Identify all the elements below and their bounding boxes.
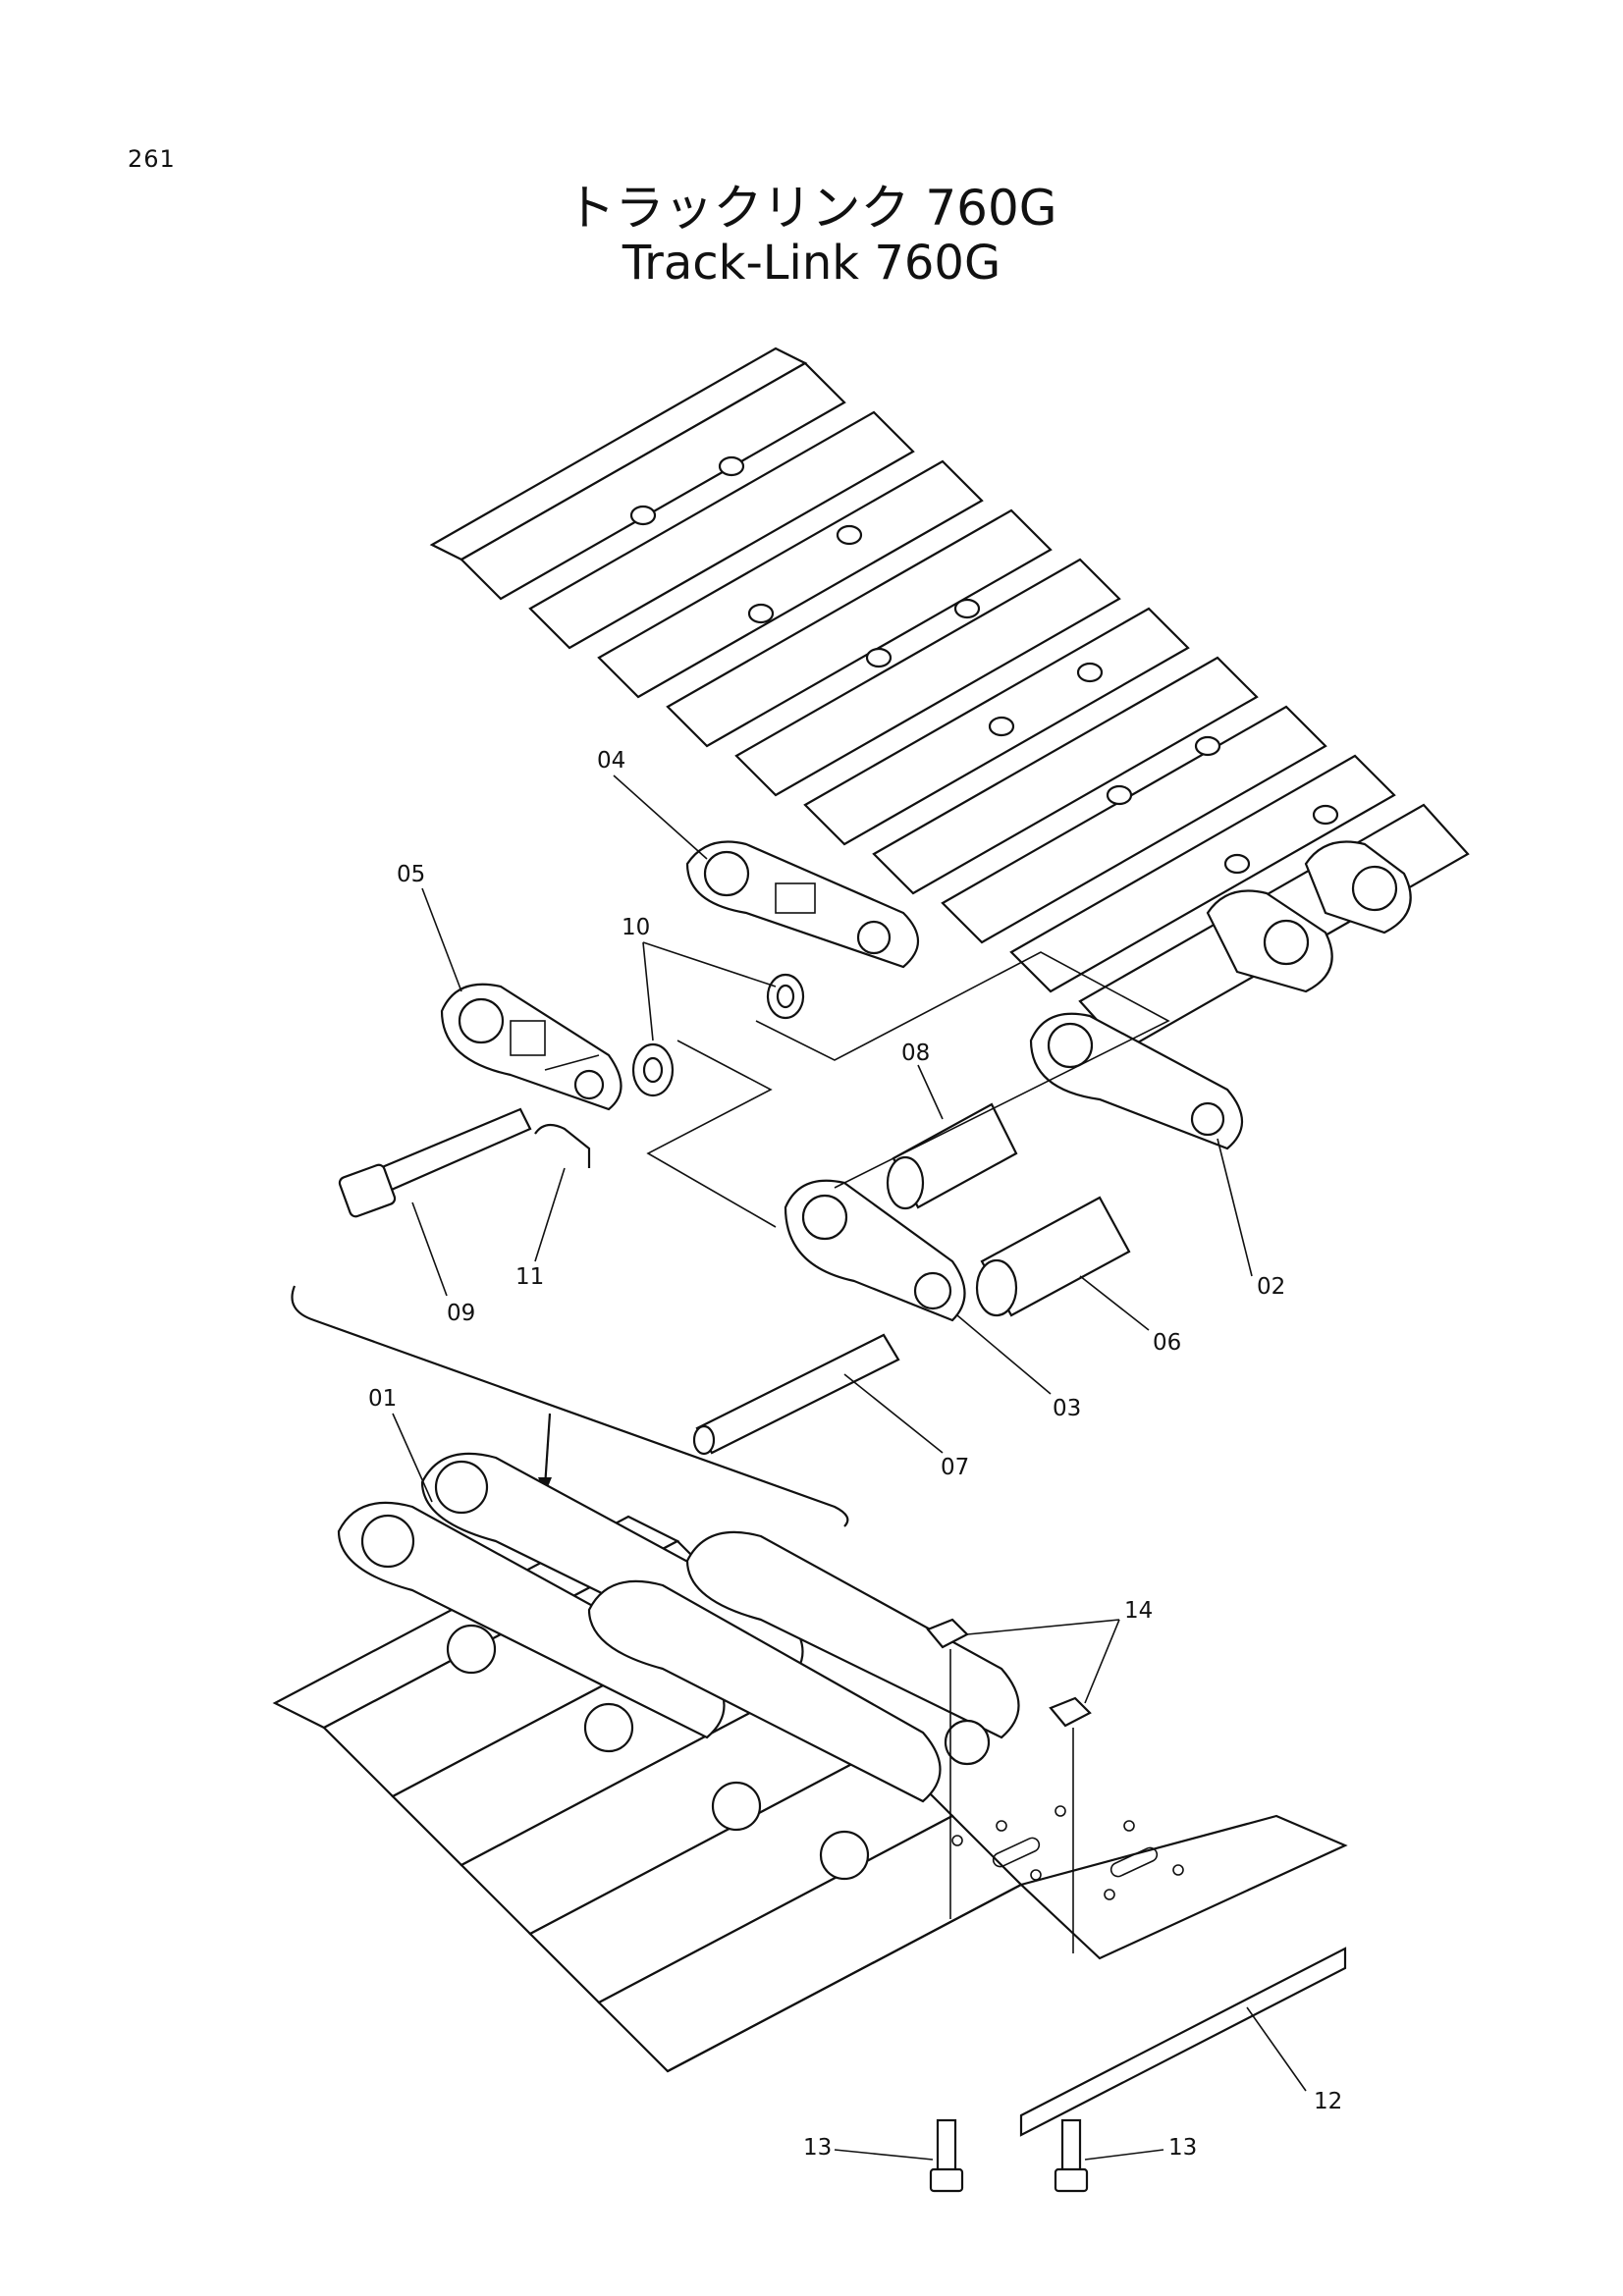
callout-02: 02 xyxy=(1257,1274,1285,1300)
link-02 xyxy=(1029,1012,1243,1150)
shoe-bolt-heads xyxy=(629,455,1339,875)
callout-labels: 01 02 03 04 05 06 07 08 09 10 11 12 13 1… xyxy=(368,748,1342,2161)
callout-05: 05 xyxy=(397,862,425,887)
leader-lines xyxy=(392,774,1307,2161)
assembled-track-lower xyxy=(272,1452,1348,2137)
callout-04: 04 xyxy=(597,748,625,774)
bolt-13b xyxy=(1054,2118,1089,2193)
bolt-13a xyxy=(929,2118,964,2193)
title-english: Track-Link 760G xyxy=(622,236,1001,291)
callout-07: 07 xyxy=(941,1455,969,1480)
title-japanese: トラックリンク 760G xyxy=(566,180,1057,237)
callout-13-right: 13 xyxy=(1168,2135,1197,2161)
callout-08: 08 xyxy=(901,1041,930,1066)
lower-links xyxy=(337,1452,1020,1881)
retainer-11 xyxy=(534,1123,591,1168)
callout-11: 11 xyxy=(515,1264,544,1290)
callout-13-left: 13 xyxy=(803,2135,832,2161)
assembled-track-upper xyxy=(429,347,1470,1052)
callout-10: 10 xyxy=(622,915,650,940)
link-03 xyxy=(784,1179,966,1322)
callout-06: 06 xyxy=(1153,1330,1181,1356)
callout-09: 09 xyxy=(447,1301,475,1326)
link-04 xyxy=(685,840,919,969)
callout-01: 01 xyxy=(368,1386,397,1412)
bushing-08 xyxy=(886,1102,1018,1210)
assembly-guide-lines xyxy=(544,951,1170,1228)
bushing-06 xyxy=(975,1196,1131,1317)
page-number: 261 xyxy=(128,145,176,173)
shoe-holes xyxy=(951,1805,1184,1900)
upper-link-ends xyxy=(1206,840,1412,993)
pin-09 xyxy=(338,1107,532,1218)
link-05 xyxy=(440,983,622,1111)
callout-03: 03 xyxy=(1053,1396,1081,1421)
seal-10-upper xyxy=(766,973,805,1020)
seal-10-lower xyxy=(631,1042,675,1097)
callout-12: 12 xyxy=(1314,2089,1342,2114)
nut-14b xyxy=(1049,1696,1092,1953)
pin-07 xyxy=(692,1333,900,1456)
callout-14: 14 xyxy=(1124,1598,1153,1624)
